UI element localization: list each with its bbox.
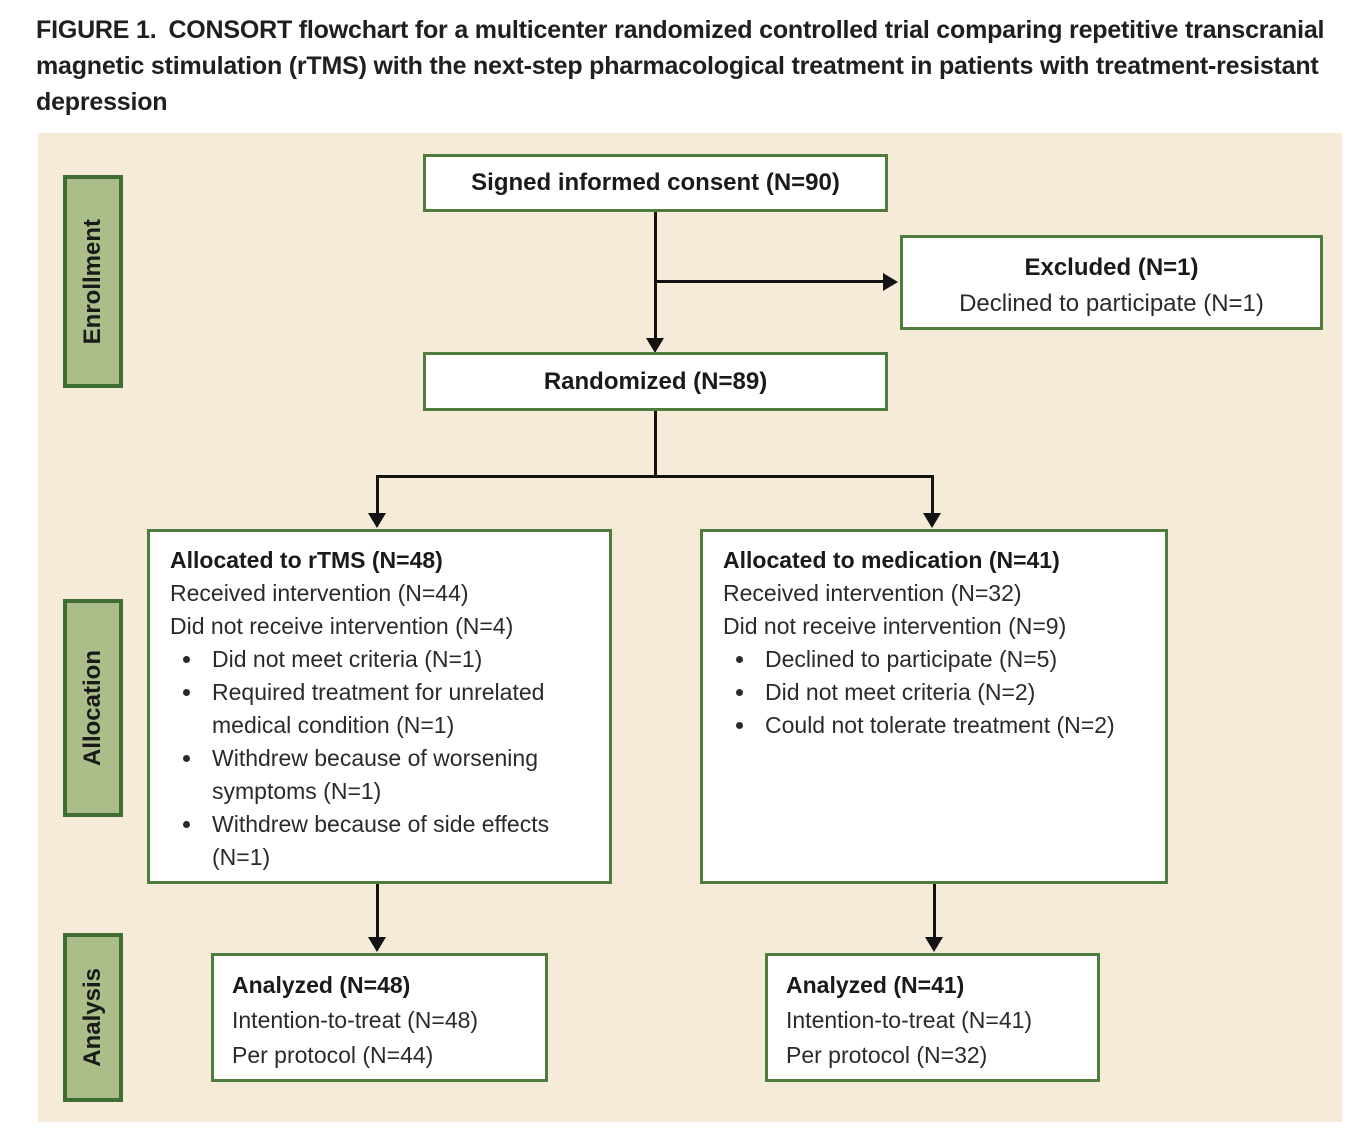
analyzed-med-lines: Intention-to-treat (N=41) Per protocol (N… xyxy=(786,1003,1087,1073)
node-allocated-rtms: Allocated to rTMS (N=48) Received interv… xyxy=(147,529,612,884)
alloc-med-line: Received intervention (N=32) xyxy=(723,580,1022,606)
analyzed-med-line: Per protocol (N=32) xyxy=(786,1042,988,1068)
alloc-rtms-title: Allocated to rTMS (N=48) xyxy=(170,547,443,573)
analyzed-rtms-lines: Intention-to-treat (N=48) Per protocol (N… xyxy=(232,1003,535,1073)
connector-randomized-to-split xyxy=(654,411,657,477)
alloc-med-bullet: Declined to participate (N=5) xyxy=(757,643,1155,676)
node-randomized: Randomized (N=89) xyxy=(423,352,888,411)
alloc-rtms-bullet: Required treatment for unrelated medical… xyxy=(204,676,599,742)
alloc-rtms-line: Received intervention (N=44) xyxy=(170,580,469,606)
alloc-rtms-line: Did not receive intervention (N=4) xyxy=(170,613,514,639)
analyzed-med-line: Intention-to-treat (N=41) xyxy=(786,1007,1033,1033)
alloc-med-title: Allocated to medication (N=41) xyxy=(723,547,1060,573)
node-signed-informed-consent: Signed informed consent (N=90) xyxy=(423,154,888,212)
connector-medication-to-analyzed xyxy=(933,884,936,938)
alloc-med-bullet-list: Declined to participate (N=5)Did not mee… xyxy=(723,643,1155,742)
alloc-med-lines: Received intervention (N=32) Did not rece… xyxy=(723,577,1155,643)
alloc-rtms-bullet: Withdrew because of side effects (N=1) xyxy=(204,808,599,874)
node-analyzed-rtms: Analyzed (N=48) Intention-to-treat (N=48… xyxy=(211,953,548,1082)
stage-label-analysis: Analysis xyxy=(63,933,123,1102)
node-analyzed-medication: Analyzed (N=41) Intention-to-treat (N=41… xyxy=(765,953,1100,1082)
excluded-line: Declined to participate (N=1) xyxy=(959,290,1264,317)
connector-split-to-rtms xyxy=(376,475,379,515)
figure-title: FIGURE 1.CONSORT flowchart for a multice… xyxy=(36,12,1328,120)
arrowhead-down-alloc-rtms xyxy=(368,513,386,528)
connector-rtms-to-analyzed xyxy=(376,884,379,938)
analyzed-med-title: Analyzed (N=41) xyxy=(786,972,965,998)
alloc-rtms-lines: Received intervention (N=44) Did not rece… xyxy=(170,577,599,643)
analyzed-rtms-title: Analyzed (N=48) xyxy=(232,972,411,998)
consent-title: Signed informed consent (N=90) xyxy=(471,169,840,196)
alloc-med-bullet: Could not tolerate treatment (N=2) xyxy=(757,709,1155,742)
arrowhead-down-randomized xyxy=(646,338,664,353)
connector-consent-to-excluded xyxy=(655,280,884,283)
figure-title-text: CONSORT flowchart for a multicenter rand… xyxy=(36,16,1325,116)
connector-split-to-medication xyxy=(931,475,934,515)
randomized-title: Randomized (N=89) xyxy=(543,367,768,395)
alloc-rtms-bullet: Withdrew because of worsening symptoms (… xyxy=(204,742,599,808)
connector-split-horizontal xyxy=(376,475,934,478)
arrowhead-down-alloc-medication xyxy=(923,513,941,528)
excluded-title: Excluded (N=1) xyxy=(1024,254,1199,281)
alloc-rtms-bullet: Did not meet criteria (N=1) xyxy=(204,643,599,676)
analyzed-rtms-line: Per protocol (N=44) xyxy=(232,1042,434,1068)
figure-label: FIGURE 1. xyxy=(36,16,157,44)
analyzed-rtms-line: Intention-to-treat (N=48) xyxy=(232,1007,479,1033)
stage-label-allocation-text: Allocation xyxy=(79,649,106,766)
arrowhead-down-analyzed-rtms xyxy=(368,937,386,952)
node-excluded: Excluded (N=1) Declined to participate (… xyxy=(900,235,1323,330)
connector-consent-to-randomized xyxy=(654,212,657,338)
stage-label-allocation: Allocation xyxy=(63,599,123,817)
stage-label-enrollment-text: Enrollment xyxy=(79,218,106,345)
arrowhead-down-analyzed-medication xyxy=(925,937,943,952)
excluded-lines: Declined to participate (N=1) xyxy=(903,286,1320,322)
alloc-med-line: Did not receive intervention (N=9) xyxy=(723,613,1067,639)
stage-label-analysis-text: Analysis xyxy=(79,968,106,1067)
node-allocated-medication: Allocated to medication (N=41) Received … xyxy=(700,529,1168,884)
arrowhead-right-excluded xyxy=(883,273,898,291)
alloc-med-bullet: Did not meet criteria (N=2) xyxy=(757,676,1155,709)
stage-label-enrollment: Enrollment xyxy=(63,175,123,388)
alloc-rtms-bullet-list: Did not meet criteria (N=1)Required trea… xyxy=(170,643,599,874)
